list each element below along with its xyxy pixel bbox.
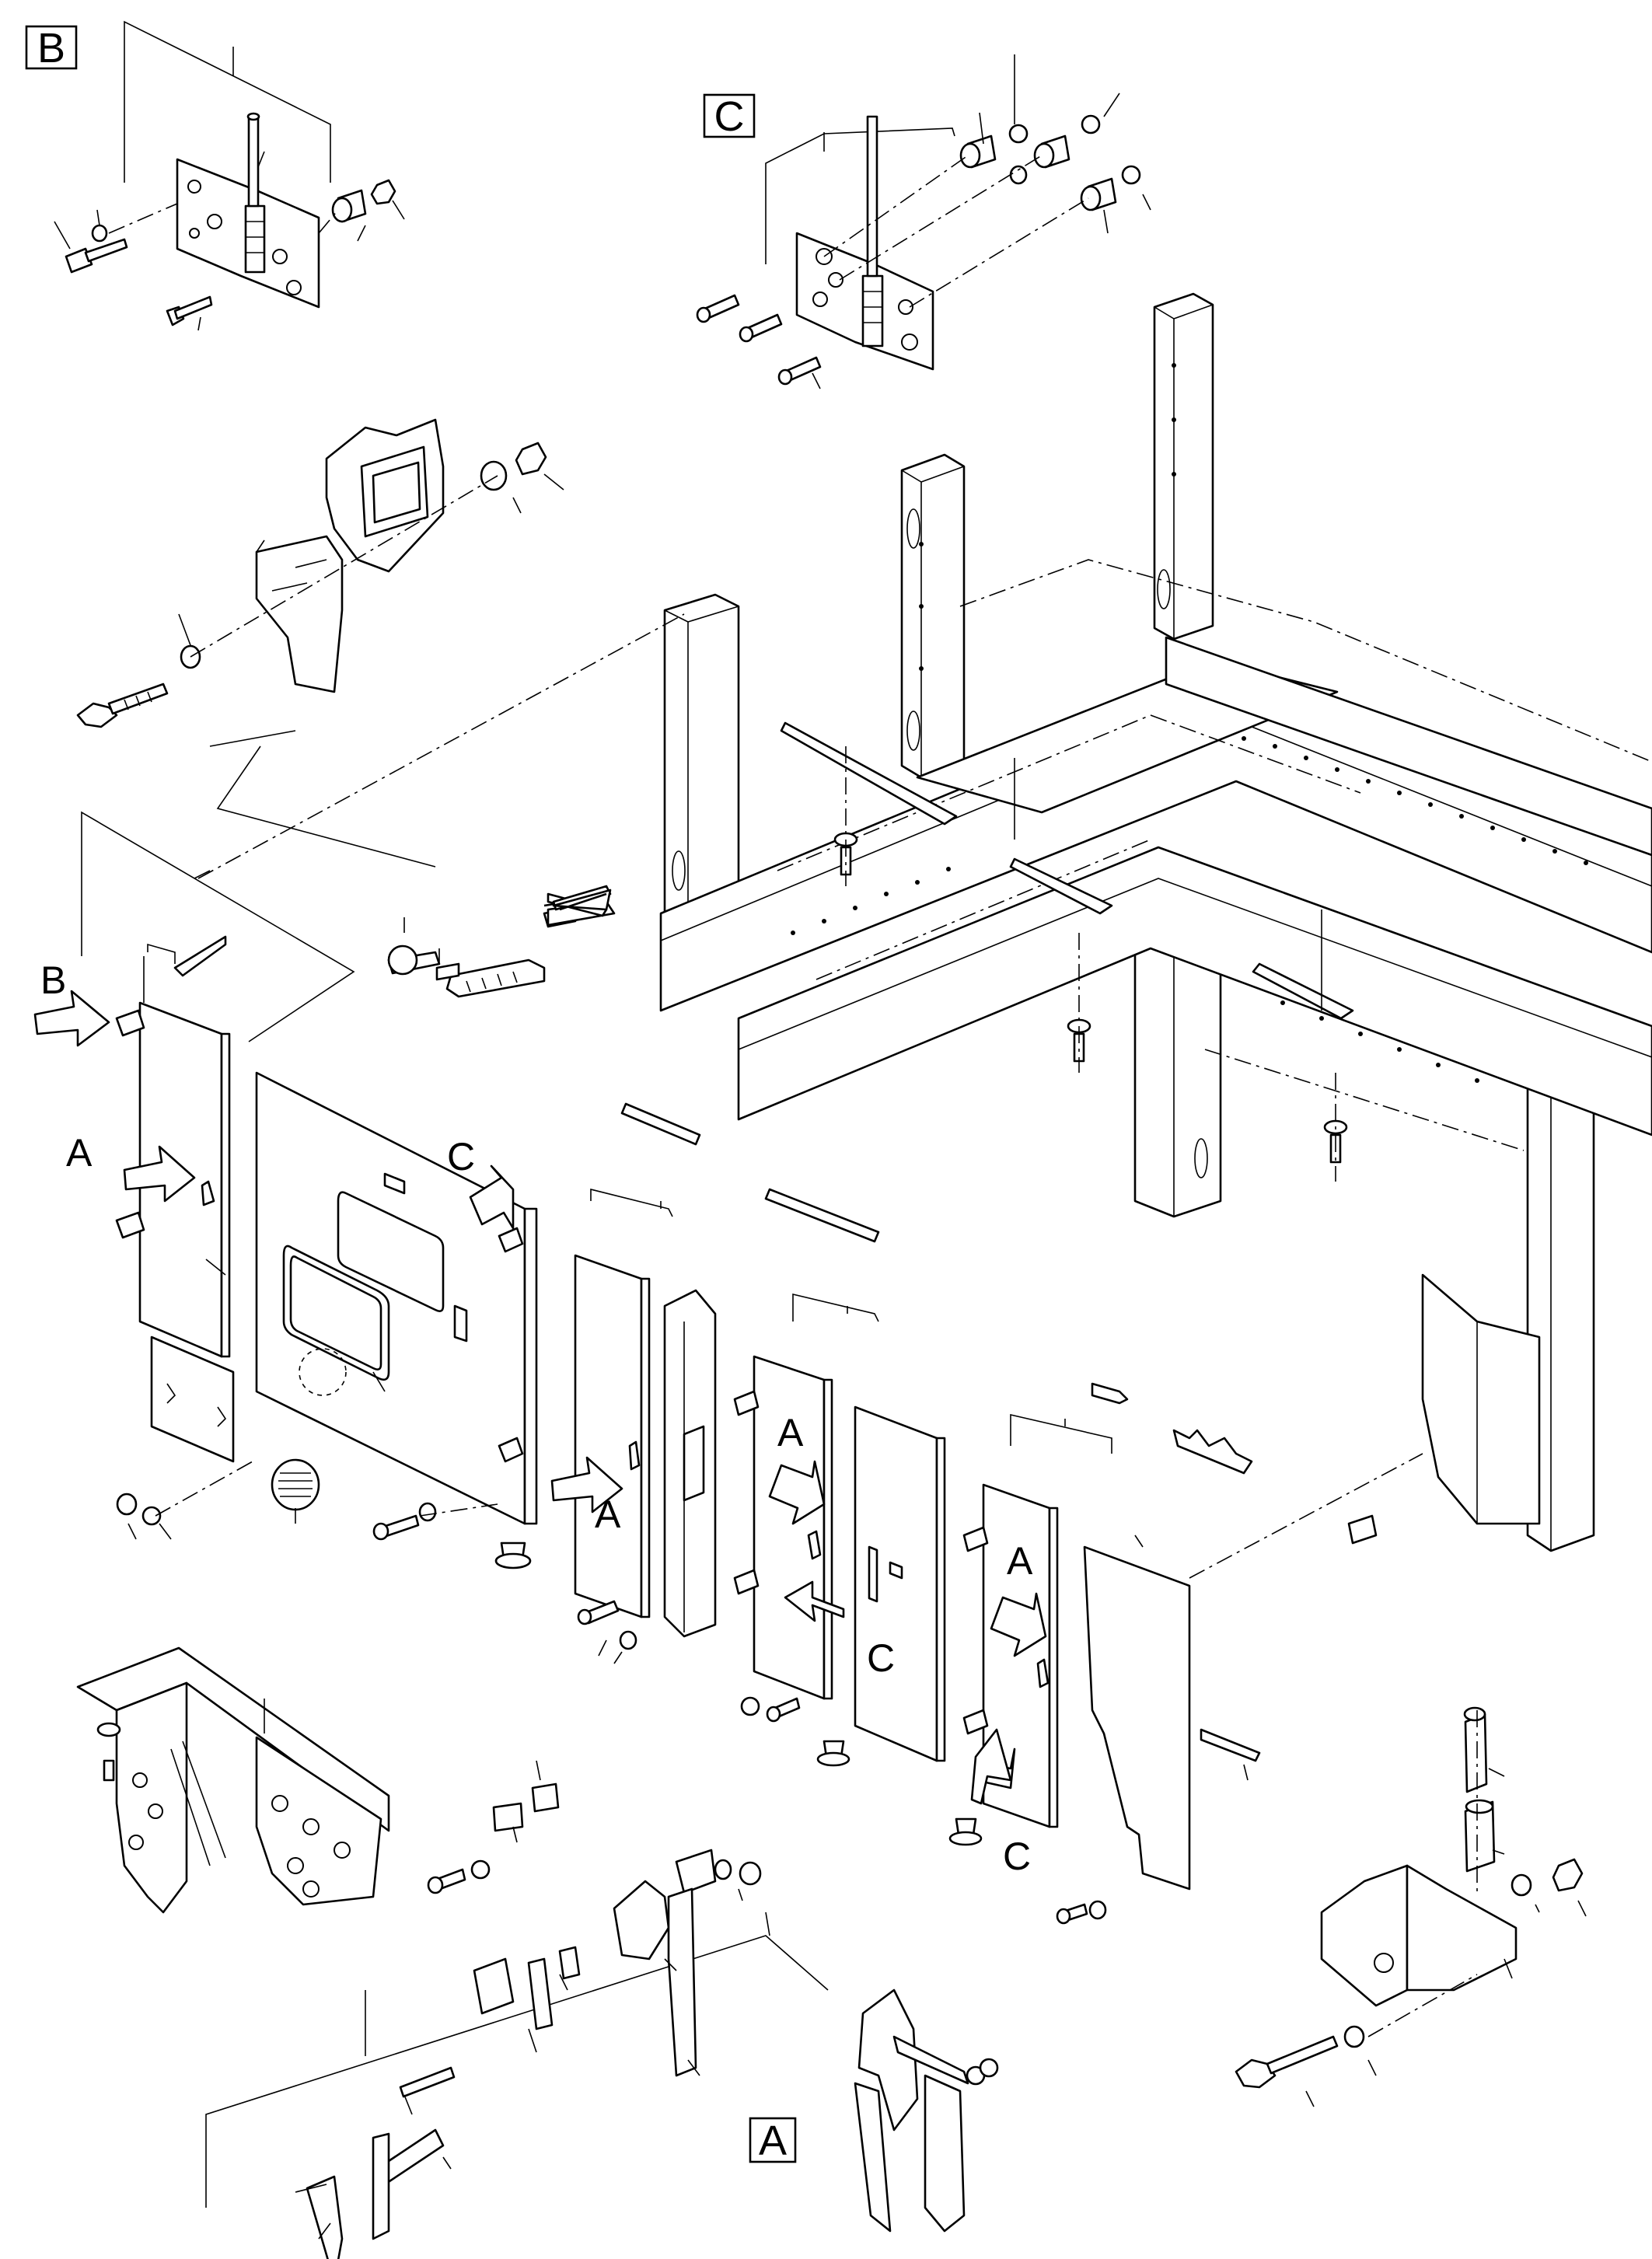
rear-mount-assembly bbox=[1235, 1706, 1587, 2107]
arrow-a-icon bbox=[123, 1145, 196, 1203]
mounting-bracket-assembly bbox=[76, 418, 564, 728]
detail-c-label: C bbox=[714, 93, 745, 140]
assembly-leader-lines bbox=[194, 613, 685, 964]
detail-b-label: B bbox=[37, 25, 65, 72]
door-panel-a-narrow bbox=[574, 1188, 717, 1664]
arrow-a-icon bbox=[550, 1456, 623, 1514]
view-label: B bbox=[40, 958, 66, 1002]
detail-b-hinge-assembly: B bbox=[25, 20, 405, 331]
view-label: A bbox=[777, 1411, 804, 1454]
arrow-b-icon bbox=[33, 990, 110, 1047]
arrow-a-icon bbox=[768, 1460, 826, 1525]
door-panel-a-middle bbox=[733, 1293, 946, 1767]
arrow-a-icon bbox=[990, 1592, 1047, 1657]
detail-a-latch-assembly: A bbox=[205, 1849, 999, 2259]
arrow-c-icon bbox=[784, 1580, 845, 1622]
vehicle-frame-structure bbox=[659, 292, 1652, 1552]
small-brackets bbox=[173, 885, 1378, 1545]
detail-a-label-box: A bbox=[749, 2117, 797, 2164]
detail-b-label-box: B bbox=[25, 25, 78, 72]
frame-hole-pattern bbox=[791, 363, 1588, 1083]
view-label: A bbox=[1007, 1539, 1033, 1583]
view-label: A bbox=[66, 1131, 93, 1175]
arrow-c-icon bbox=[469, 1164, 515, 1230]
view-label: C bbox=[1003, 1835, 1031, 1878]
view-label: A bbox=[595, 1493, 621, 1536]
detail-c-hinge-assembly: C bbox=[696, 54, 1151, 389]
view-label: C bbox=[447, 1135, 475, 1178]
view-label: C bbox=[867, 1636, 895, 1680]
detail-a-label: A bbox=[759, 2118, 787, 2164]
door-panel-a-right bbox=[948, 1413, 1423, 1925]
view-arrows: B A C A A C A C bbox=[33, 958, 1047, 1878]
view-letters: B A C A A C A C bbox=[40, 958, 1033, 1878]
large-door-panel-c bbox=[205, 1071, 538, 1569]
lower-support-bracket bbox=[76, 1646, 560, 1914]
detail-c-label-box: C bbox=[703, 93, 756, 140]
